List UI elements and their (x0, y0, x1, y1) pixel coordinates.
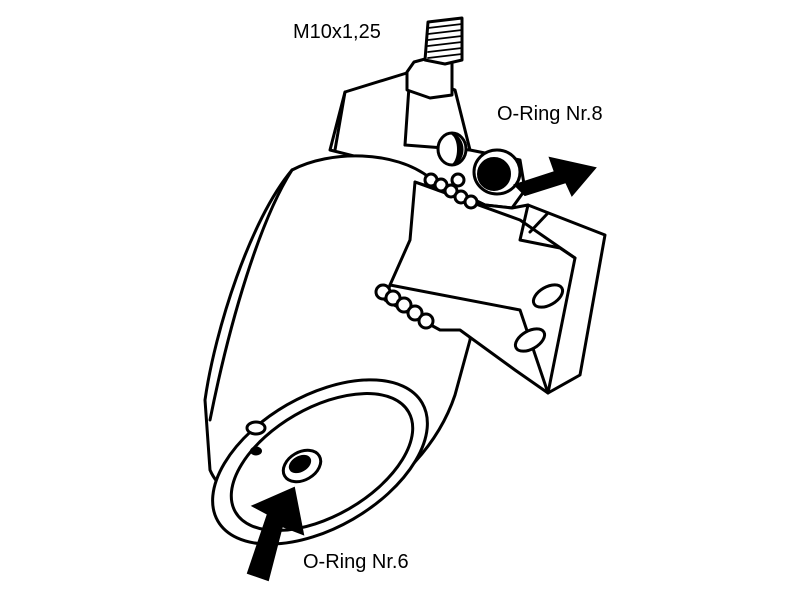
oring-outlet-label: O-Ring Nr.8 (497, 103, 603, 125)
arrow-oring-inlet-icon (246, 486, 305, 582)
threaded-stud (405, 16, 464, 100)
end-face-ports (245, 420, 323, 484)
weld-beads (374, 172, 479, 330)
thread-size-label: M10x1,25 (293, 21, 381, 43)
oring-inlet-label: O-Ring Nr.6 (303, 551, 409, 573)
head-ports (436, 131, 522, 196)
arrow-oring-outlet-icon (513, 156, 597, 197)
